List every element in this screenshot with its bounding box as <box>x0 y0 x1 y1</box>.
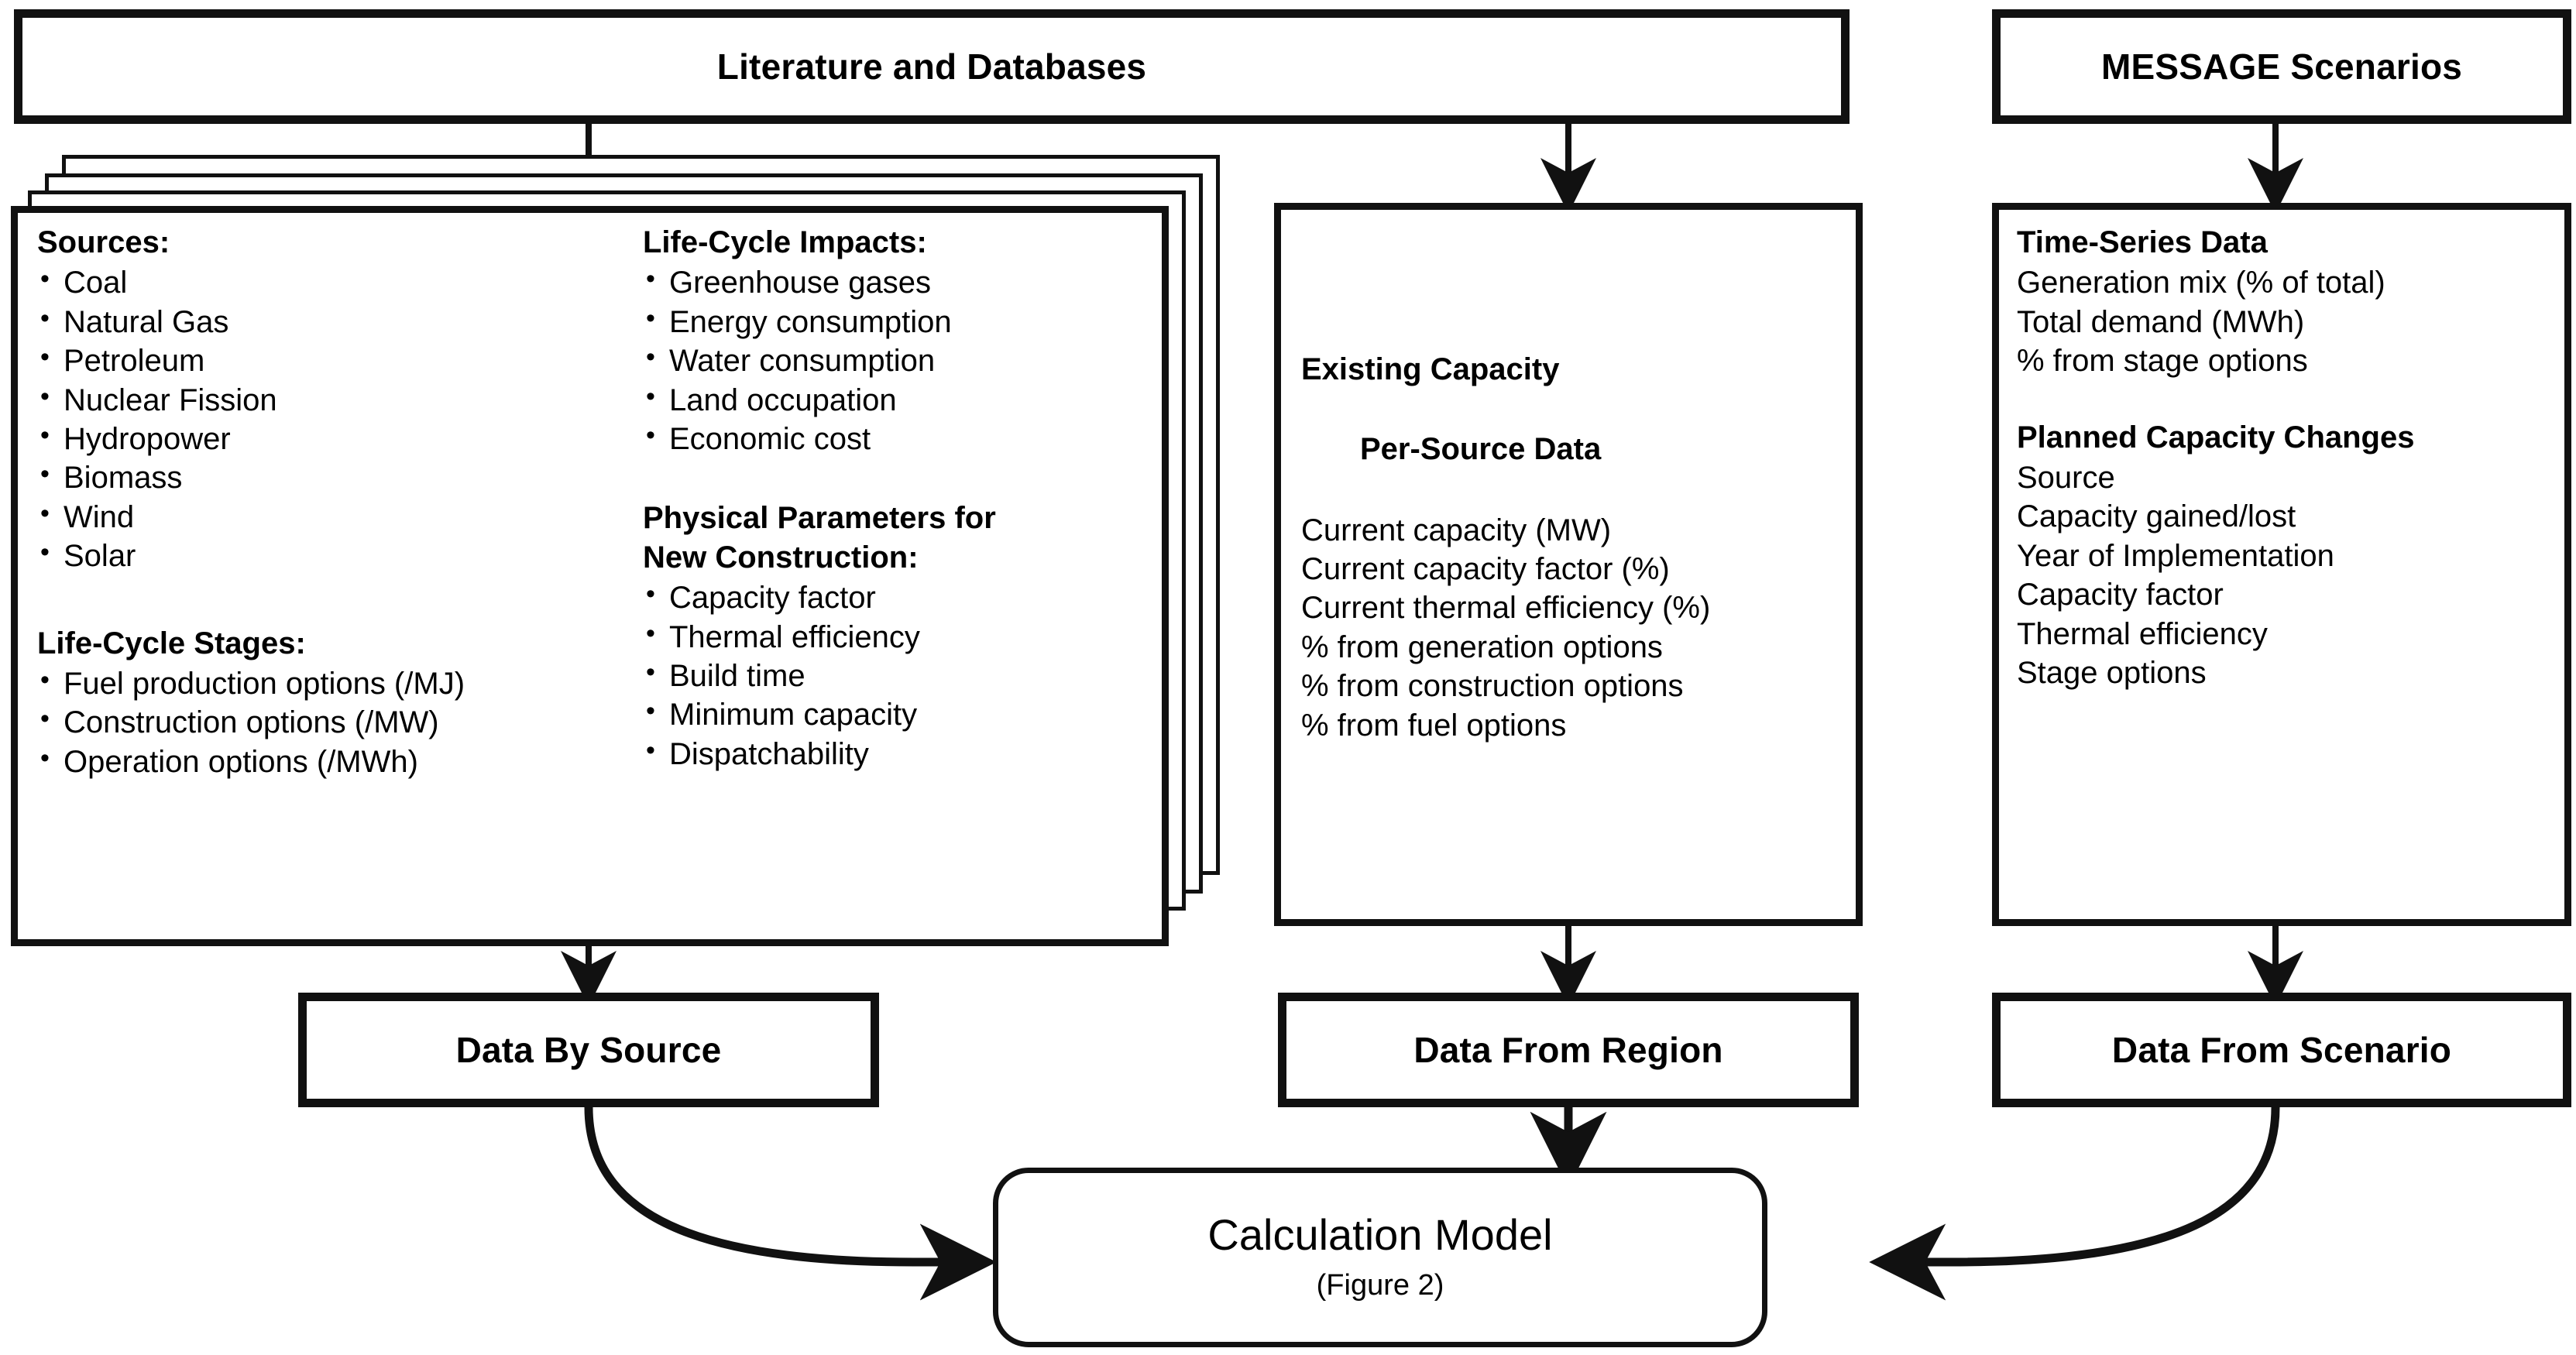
list-time-series-data: Generation mix (% of total) Total demand… <box>2017 263 2574 380</box>
list-item: Minimum capacity <box>643 695 1154 734</box>
list-item: % from fuel options <box>1301 708 1567 743</box>
group-heading-life-cycle-impacts: Life-Cycle Impacts: <box>643 225 927 259</box>
calculation-model-node[interactable]: Calculation Model (Figure 2) <box>993 1168 1767 1347</box>
list-life-cycle-stages: Fuel production options (/MJ) Constructi… <box>37 664 579 781</box>
result-label-data-from-scenario: Data From Scenario <box>2111 1030 2452 1070</box>
panel-scenario-data[interactable] <box>1992 203 2571 926</box>
heading-existing-capacity-line2: Per-Source Data <box>1301 390 1859 507</box>
group-heading-life-cycle-stages: Life-Cycle Stages: <box>37 626 306 660</box>
list-item: Solar <box>37 536 579 575</box>
result-box-data-by-source[interactable]: Data By Source <box>298 993 879 1107</box>
panel-existing-capacity[interactable] <box>1274 203 1863 926</box>
list-item: Operation options (/MWh) <box>37 742 579 781</box>
result-box-data-from-scenario[interactable]: Data From Scenario <box>1992 993 2571 1107</box>
result-label-data-from-region: Data From Region <box>1413 1030 1723 1070</box>
list-item: Greenhouse gases <box>643 262 1154 302</box>
list-item: Wind <box>37 497 579 537</box>
calculation-model-title: Calculation Model <box>1207 1210 1553 1260</box>
list-item: Petroleum <box>37 341 579 380</box>
list-item: Nuclear Fission <box>37 380 579 420</box>
arrow-datafromscenario-to-model <box>1869 1106 2280 1301</box>
header-title-literature: Literature and Databases <box>716 46 1147 87</box>
existing-capacity-content: Existing Capacity Per-Source Data Curren… <box>1301 350 1859 745</box>
list-item: Dispatchability <box>643 734 1154 774</box>
list-item: Current capacity (MW) <box>1301 513 1612 547</box>
result-box-data-from-region[interactable]: Data From Region <box>1278 993 1859 1107</box>
group-physical-parameters: Physical Parameters for New Construction… <box>643 499 1154 774</box>
list-item: Source <box>2017 460 2115 495</box>
list-item: Capacity gained/lost <box>2017 499 2296 534</box>
list-item: % from construction options <box>1301 669 1684 704</box>
list-item: Stage options <box>2017 655 2207 690</box>
group-heading-time-series-data: Time-Series Data <box>2017 225 2268 259</box>
sources-column: Sources: Coal Natural Gas Petroleum Nucl… <box>37 223 579 781</box>
list-item: Construction options (/MW) <box>37 702 579 742</box>
group-time-series-data: Time-Series Data Generation mix (% of to… <box>2017 223 2574 381</box>
list-item: Capacity factor <box>2017 578 2224 612</box>
list-physical-parameters: Capacity factor Thermal efficiency Build… <box>643 578 1154 774</box>
list-item: Capacity factor <box>643 578 1154 617</box>
header-box-literature-and-databases[interactable]: Literature and Databases <box>14 9 1850 124</box>
list-item: Energy consumption <box>643 302 1154 341</box>
list-item: Build time <box>643 656 1154 695</box>
list-item: Thermal efficiency <box>2017 616 2268 651</box>
list-item: % from stage options <box>2017 344 2308 379</box>
list-item: Biomass <box>37 458 579 497</box>
list-item: % from generation options <box>1301 629 1663 664</box>
list-item: Total demand (MWh) <box>2017 304 2305 339</box>
list-item: Generation mix (% of total) <box>2017 266 2385 300</box>
calculation-model-subtitle: (Figure 2) <box>1316 1268 1444 1302</box>
heading-existing-capacity-line2-text: Per-Source Data <box>1360 431 1602 466</box>
list-planned-capacity-changes: Source Capacity gained/lost Year of Impl… <box>2017 458 2574 692</box>
impacts-column: Life-Cycle Impacts: Greenhouse gases Ene… <box>643 223 1154 774</box>
list-item: Hydropower <box>37 419 579 458</box>
group-heading-sources: Sources: <box>37 225 170 259</box>
list-item: Water consumption <box>643 341 1154 380</box>
header-title-message: MESSAGE Scenarios <box>2100 46 2463 87</box>
list-item: Economic cost <box>643 419 1154 458</box>
list-item: Fuel production options (/MJ) <box>37 664 579 703</box>
list-item: Natural Gas <box>37 302 579 341</box>
arrow-databysource-to-model <box>584 1106 997 1301</box>
group-heading-planned-capacity-changes: Planned Capacity Changes <box>2017 420 2415 455</box>
group-life-cycle-impacts: Life-Cycle Impacts: Greenhouse gases Ene… <box>643 223 1154 458</box>
list-item: Current capacity factor (%) <box>1301 551 1670 586</box>
list-item: Thermal efficiency <box>643 617 1154 657</box>
group-planned-capacity-changes: Planned Capacity Changes Source Capacity… <box>2017 418 2574 693</box>
group-sources: Sources: Coal Natural Gas Petroleum Nucl… <box>37 223 579 576</box>
header-box-message-scenarios[interactable]: MESSAGE Scenarios <box>1992 9 2571 124</box>
list-item: Year of Implementation <box>2017 538 2334 573</box>
list-item: Land occupation <box>643 380 1154 420</box>
list-life-cycle-impacts: Greenhouse gases Energy consumption Wate… <box>643 262 1154 458</box>
group-heading-physical-parameters: Physical Parameters for New Construction… <box>643 501 996 575</box>
group-life-cycle-stages: Life-Cycle Stages: Fuel production optio… <box>37 624 579 782</box>
list-item: Current thermal efficiency (%) <box>1301 591 1711 626</box>
heading-existing-capacity-line1: Existing Capacity <box>1301 352 1560 386</box>
list-item: Coal <box>37 262 579 302</box>
result-label-data-by-source: Data By Source <box>455 1030 722 1070</box>
list-sources: Coal Natural Gas Petroleum Nuclear Fissi… <box>37 262 579 575</box>
list-existing-capacity: Current capacity (MW) Current capacity f… <box>1301 511 1859 745</box>
scenario-data-content: Time-Series Data Generation mix (% of to… <box>2017 223 2574 692</box>
